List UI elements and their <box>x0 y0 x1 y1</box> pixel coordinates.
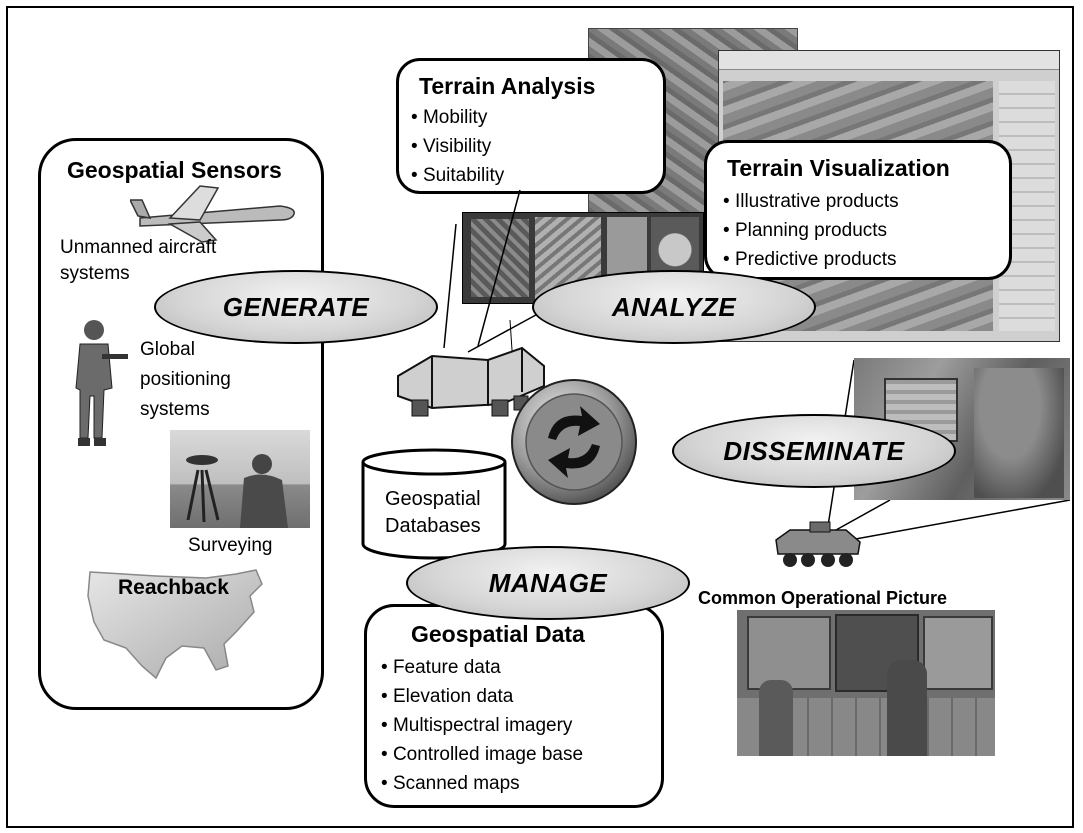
list-item: Scanned maps <box>381 769 583 798</box>
gps-label-line2: positioning <box>140 369 231 390</box>
disseminate-ellipse: DISSEMINATE <box>672 414 956 488</box>
list-item: Suitability <box>411 161 504 190</box>
command-post-icon <box>397 346 545 417</box>
analyze-ellipse: ANALYZE <box>532 270 816 344</box>
uas-label-line2: systems <box>60 263 130 284</box>
reachback-label: Reachback <box>118 576 229 599</box>
terrain-analysis-box: Terrain Analysis Mobility Visibility Sui… <box>396 58 666 194</box>
surveying-photo <box>170 430 310 528</box>
list-item: Feature data <box>381 653 583 682</box>
cycle-refresh-icon <box>511 379 637 505</box>
database-cylinder-icon <box>361 448 507 560</box>
uas-label-line1: Unmanned aircraft <box>60 237 217 258</box>
list-item: Multispectral imagery <box>381 711 583 740</box>
terrain-visualization-title: Terrain Visualization <box>727 155 950 181</box>
terrain-visualization-list: Illustrative products Planning products … <box>723 187 899 274</box>
gps-label-line1: Global <box>140 339 195 360</box>
uav-icon <box>130 185 295 243</box>
gps-label-line3: systems <box>140 399 210 420</box>
sensors-title: Geospatial Sensors <box>67 157 282 183</box>
list-item: Planning products <box>723 216 899 245</box>
geospatial-data-list: Feature data Elevation data Multispectra… <box>381 653 583 798</box>
manage-ellipse: MANAGE <box>406 546 690 620</box>
geospatial-data-box: Geospatial Data Feature data Elevation d… <box>364 604 664 808</box>
soldier-icon <box>75 320 128 446</box>
databases-label-line2: Databases <box>385 515 481 537</box>
list-item: Controlled image base <box>381 740 583 769</box>
list-item: Predictive products <box>723 245 899 274</box>
armored-vehicle-icon <box>775 521 861 567</box>
terrain-visualization-box: Terrain Visualization Illustrative produ… <box>704 140 1012 280</box>
terrain-analysis-title: Terrain Analysis <box>419 73 596 99</box>
cop-photo <box>737 610 995 756</box>
geospatial-data-title: Geospatial Data <box>411 621 585 647</box>
list-item: Illustrative products <box>723 187 899 216</box>
diagram-frame <box>6 6 1074 828</box>
cop-label: Common Operational Picture <box>698 588 948 608</box>
list-item: Elevation data <box>381 682 583 711</box>
generate-ellipse: GENERATE <box>154 270 438 344</box>
terrain-analysis-list: Mobility Visibility Suitability <box>411 103 504 190</box>
list-item: Mobility <box>411 103 504 132</box>
databases-label-line1: Geospatial <box>385 488 481 510</box>
list-item: Visibility <box>411 132 504 161</box>
us-map-icon <box>87 569 263 680</box>
surveying-label: Surveying <box>188 535 273 556</box>
